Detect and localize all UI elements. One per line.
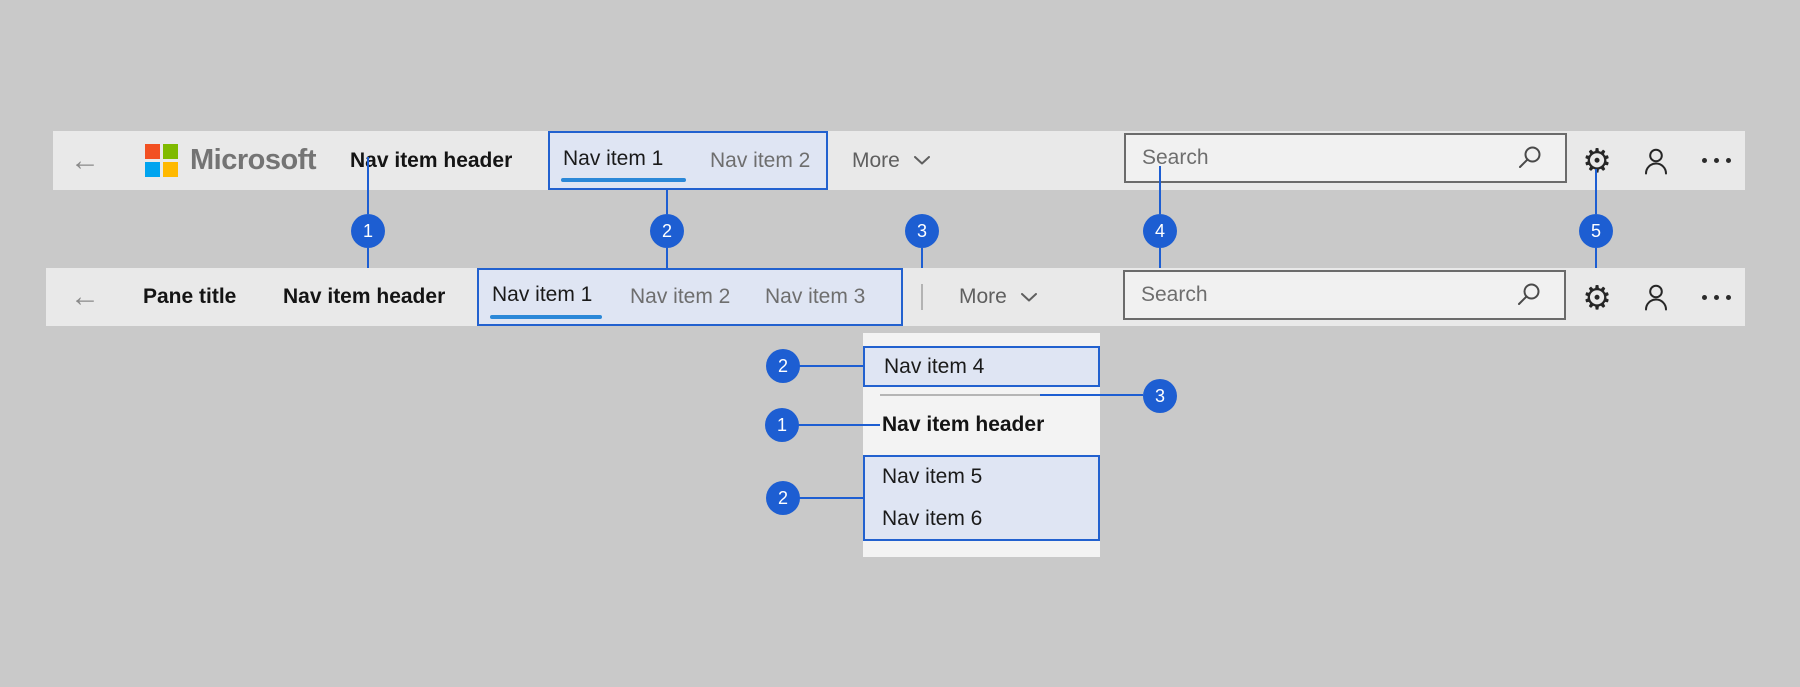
callout-items56-badge: 2: [766, 481, 800, 515]
pane-nav-selected-underline: [490, 315, 602, 319]
dropdown-item-5[interactable]: Nav item 5: [882, 465, 983, 488]
pane-more-label: More: [959, 285, 1007, 308]
ellipsis-icon: [1701, 294, 1731, 300]
callout-2-badge: 2: [650, 214, 684, 248]
brand-wordmark: Microsoft: [190, 144, 317, 176]
microsoft-logo[interactable]: Microsoft: [145, 131, 317, 190]
dropdown-item-6[interactable]: Nav item 6: [882, 507, 983, 530]
back-arrow-icon: ←: [70, 280, 100, 313]
callout-separator-badge: 3: [1143, 379, 1177, 413]
search-icon[interactable]: [1517, 283, 1541, 307]
callout-separator-connector: [1040, 394, 1143, 396]
callout-1-connector-up: [367, 157, 369, 214]
pane-nav-item-3[interactable]: Nav item 3: [765, 285, 866, 308]
microsoft-logo-icon: [145, 144, 178, 177]
pane-account-button[interactable]: [1636, 268, 1676, 326]
pane-nav-item-header: Nav item header: [283, 285, 446, 308]
pane-more-menu[interactable]: More: [959, 268, 1037, 326]
chevron-down-icon: [913, 156, 930, 165]
dropdown-item-4[interactable]: Nav item 4: [863, 346, 1100, 387]
dropdown-item-4-label: Nav item 4: [884, 354, 985, 378]
callout-4-connector-up: [1159, 166, 1161, 214]
callout-header-badge: 1: [765, 408, 799, 442]
callout-1-badge: 1: [351, 214, 385, 248]
dropdown-separator: [880, 394, 1040, 396]
nav-more-divider: [921, 284, 923, 310]
callout-5-connector-up: [1595, 169, 1597, 214]
top-nav-item-header: Nav item header: [350, 148, 513, 172]
top-more-menu[interactable]: More: [852, 131, 930, 190]
callout-items56-connector: [799, 497, 863, 499]
dropdown-items-5-6-box: [863, 455, 1100, 541]
top-more-options-button[interactable]: [1696, 131, 1736, 190]
back-button[interactable]: ←: [62, 131, 108, 190]
callout-4-badge: 4: [1143, 214, 1177, 248]
callout-5-badge: 5: [1579, 214, 1613, 248]
callout-header-connector: [798, 424, 880, 426]
pane-more-options-button[interactable]: [1696, 268, 1736, 326]
top-account-button[interactable]: [1636, 131, 1676, 190]
callout-item4-badge: 2: [766, 349, 800, 383]
pane-title: Pane title: [143, 285, 237, 308]
ellipsis-icon: [1701, 158, 1731, 163]
dropdown-nav-item-header: Nav item header: [882, 413, 1045, 436]
gear-icon: ⚙: [1582, 142, 1612, 179]
callout-2-connector-down: [666, 248, 668, 269]
callout-5-connector-down: [1595, 248, 1597, 283]
callout-item4-connector: [799, 365, 863, 367]
pane-search-input[interactable]: [1123, 270, 1566, 320]
top-nav-item-2[interactable]: Nav item 2: [710, 148, 811, 172]
search-icon[interactable]: [1518, 146, 1542, 170]
chevron-down-icon: [1020, 292, 1037, 301]
pane-back-button[interactable]: ←: [62, 268, 108, 326]
gear-icon: ⚙: [1582, 278, 1612, 316]
callout-3-badge: 3: [905, 214, 939, 248]
top-nav-selected-underline: [561, 178, 686, 182]
top-search-input[interactable]: [1124, 133, 1567, 183]
back-arrow-icon: ←: [70, 143, 100, 177]
callout-2-connector-up: [666, 190, 668, 214]
person-icon: [1645, 284, 1667, 311]
pane-nav-item-2[interactable]: Nav item 2: [630, 285, 731, 308]
top-nav-item-1[interactable]: Nav item 1: [563, 146, 664, 170]
top-more-label: More: [852, 148, 900, 172]
pane-nav-item-1[interactable]: Nav item 1: [492, 283, 593, 306]
pane-settings-button[interactable]: ⚙: [1577, 268, 1617, 326]
top-settings-button[interactable]: ⚙: [1577, 131, 1617, 190]
person-icon: [1645, 148, 1667, 174]
